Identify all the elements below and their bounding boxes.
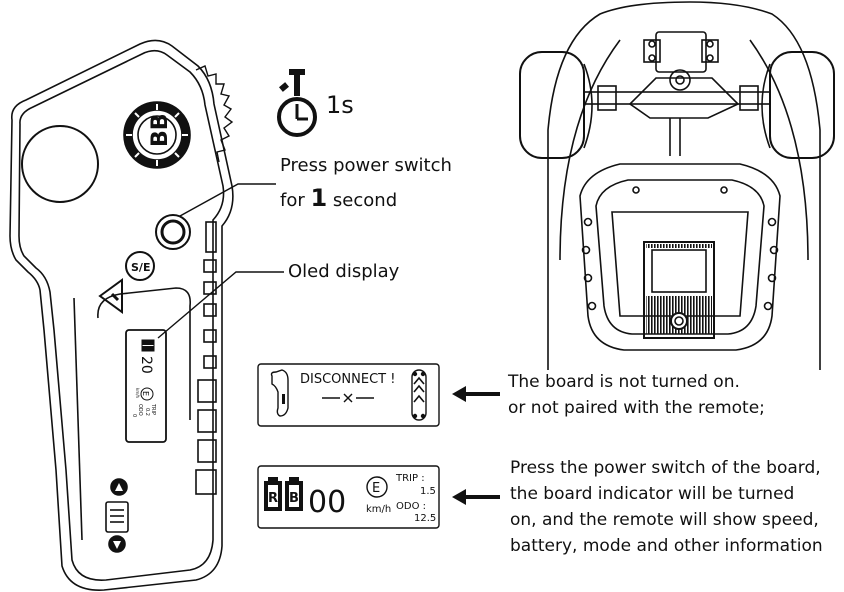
svg-text:0.2: 0.2 [144, 408, 150, 416]
power-button[interactable] [155, 214, 191, 250]
speed-unit: km/h [366, 504, 391, 515]
stopwatch-icon [277, 69, 317, 137]
odo-label: ODO : [396, 501, 426, 512]
wheel-left [519, 51, 585, 159]
thumb-dial[interactable] [21, 125, 99, 203]
remote-battery-label: R [268, 491, 278, 506]
timer-duration: 1s [326, 91, 354, 119]
svg-text:ODO: ODO [137, 404, 143, 416]
power-instruction-line2: for 1 second [280, 184, 397, 212]
remote-controller [9, 39, 234, 591]
brand-logo [123, 101, 191, 169]
remote-screen-content: 20 E TRIP 0.2 ODO 0 km/h [131, 339, 156, 417]
board-indicator [643, 241, 715, 339]
svg-text:0: 0 [131, 414, 137, 417]
logo-text: BB [148, 113, 173, 147]
svg-text:20: 20 [138, 356, 154, 374]
power-instruction-for: for [280, 190, 305, 211]
connected-caption-line3: on, and the remote will show speed, [510, 510, 819, 530]
power-instruction-unit: second [332, 190, 398, 211]
connected-caption-line1: Press the power switch of the board, [510, 458, 821, 478]
trip-label: TRIP : [395, 473, 425, 484]
odo-value: 12.5 [414, 513, 436, 524]
speed-readout: 00 [308, 485, 346, 520]
arrow-left-icon [452, 386, 500, 402]
side-grip-notches [195, 221, 217, 495]
svg-text:E: E [141, 391, 150, 396]
se-button-label: S/E [131, 261, 150, 274]
connected-screen [257, 465, 440, 529]
skateboard-deck [519, 1, 835, 370]
svg-text:km/h: km/h [135, 388, 140, 399]
power-instruction-line1: Press power switch [280, 155, 452, 176]
disconnect-caption-line1: The board is not turned on. [508, 372, 740, 392]
disconnect-status-text: DISCONNECT ! [300, 372, 395, 387]
arrow-left-icon [452, 489, 500, 505]
mode-slider[interactable] [105, 501, 129, 533]
mode-letter: E [372, 481, 380, 496]
oled-screen [125, 329, 167, 443]
board-battery-label: B [289, 491, 299, 506]
svg-text:TRIP: TRIP [150, 403, 156, 415]
connected-caption-line2: the board indicator will be turned [510, 484, 795, 504]
power-instruction-number: 1 [310, 184, 328, 212]
connected-caption-line4: battery, mode and other information [510, 536, 823, 556]
power-callout-line [179, 183, 276, 217]
wheel-right [769, 51, 835, 159]
trigger-button[interactable] [98, 278, 123, 314]
oled-display-label: Oled display [288, 261, 400, 282]
oled-callout-line [157, 271, 284, 339]
disconnect-caption-line2: or not paired with the remote; [508, 398, 765, 418]
trip-value: 1.5 [420, 486, 436, 497]
disconnect-screen [257, 363, 440, 427]
se-button[interactable] [125, 251, 155, 281]
